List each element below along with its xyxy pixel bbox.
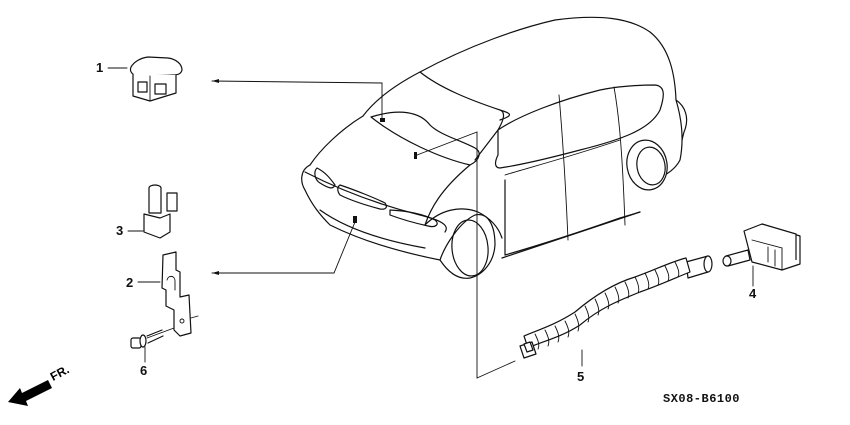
callout-5: 5	[577, 369, 585, 384]
minivan-illustration	[301, 16, 688, 279]
part-5-hose	[519, 255, 713, 367]
leader-lines	[211, 79, 516, 379]
callout-1: 1	[96, 60, 104, 75]
callout-3: 3	[116, 223, 124, 238]
part-6-bolt	[130, 327, 175, 363]
part-3-sensor	[127, 184, 178, 239]
callout-6: 6	[140, 363, 148, 378]
part-4-connector-housing	[722, 223, 801, 287]
part-2-bracket	[137, 251, 199, 337]
callout-2: 2	[126, 275, 134, 290]
diagram-code: SX08-B6100	[663, 392, 741, 406]
callout-4: 4	[749, 286, 757, 301]
part-1-connector-cap	[107, 56, 183, 102]
front-direction-arrow-icon	[8, 380, 52, 406]
